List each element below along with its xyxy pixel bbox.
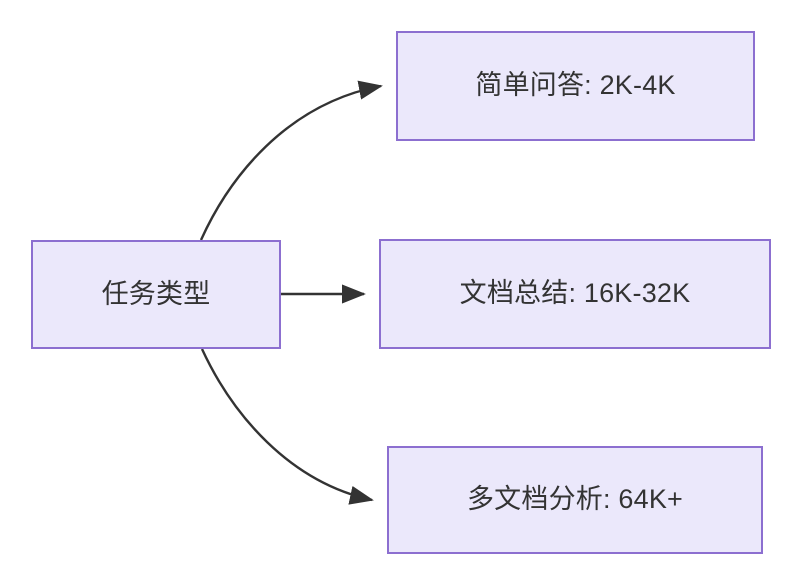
node-doc-summary-label: 文档总结: 16K-32K [459,278,691,309]
edge-root-to-simple-qa [199,80,383,241]
node-multi-doc[interactable]: 多文档分析: 64K+ [387,446,763,554]
node-simple-qa-label: 简单问答: 2K-4K [475,70,676,101]
node-simple-qa[interactable]: 简单问答: 2K-4K [396,31,755,141]
edge-root-to-multi-doc [200,348,374,505]
node-multi-doc-label: 多文档分析: 64K+ [466,484,683,515]
node-doc-summary[interactable]: 文档总结: 16K-32K [379,239,771,349]
node-task-type-label: 任务类型 [101,278,211,309]
node-task-type[interactable]: 任务类型 [31,240,281,349]
